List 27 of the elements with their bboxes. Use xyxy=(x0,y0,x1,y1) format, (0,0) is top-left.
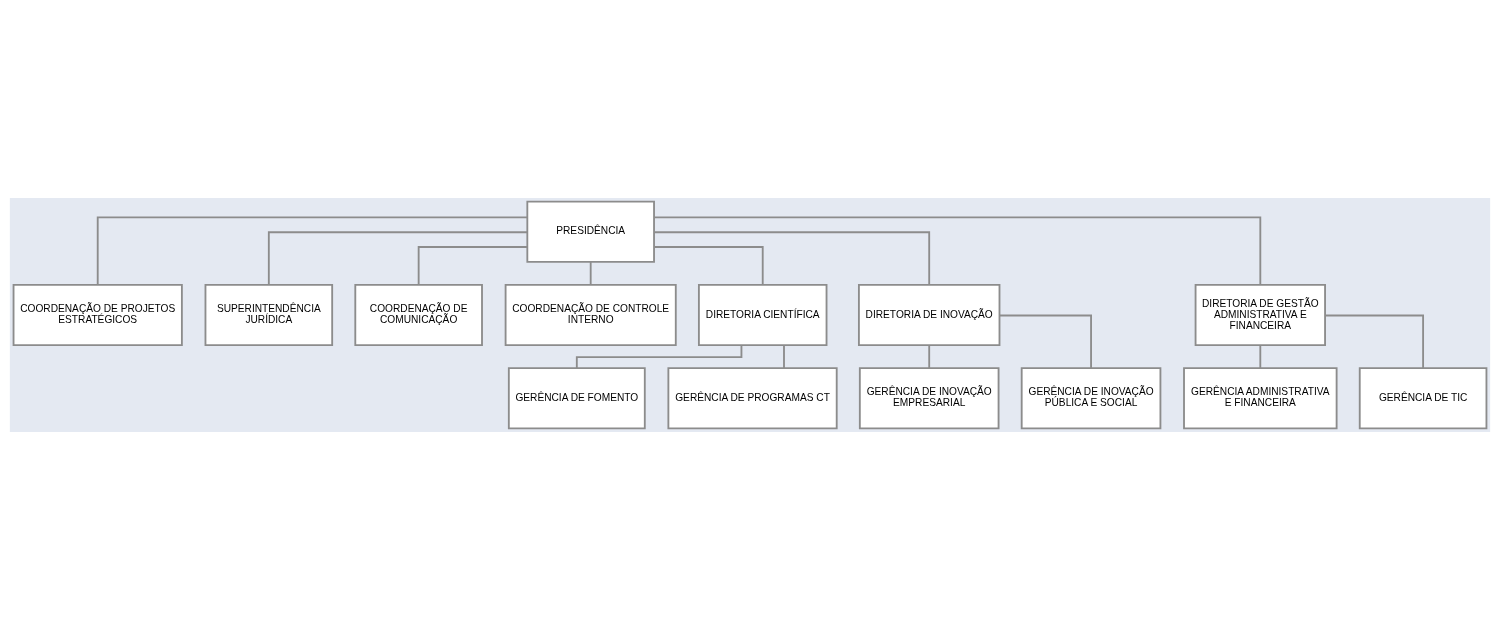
node-box: GERÊNCIA ADMINISTRATIVA E FINANCEIRA xyxy=(1183,367,1338,430)
connector xyxy=(575,344,743,369)
connector xyxy=(96,216,529,286)
connector xyxy=(653,216,1262,286)
connector xyxy=(998,314,1092,370)
node-box: GERÊNCIA DE INOVAÇÃO EMPRESARIAL xyxy=(858,367,1000,430)
connector xyxy=(267,231,529,286)
node-box: COORDENAÇÃO DE PROJETOS ESTRATÉGICOS xyxy=(12,284,183,346)
node-box: COORDENAÇÃO DE CONTROLE INTERNO xyxy=(504,284,677,346)
connector xyxy=(653,246,764,286)
connector xyxy=(653,231,931,286)
connector xyxy=(783,344,785,370)
node-box: PRESIDÊNCIA xyxy=(526,200,655,263)
node-box: SUPERINTENDÊNCIA JURÍDICA xyxy=(204,284,334,346)
node-box: DIRETORIA DE INOVAÇÃO xyxy=(858,284,1001,346)
connector xyxy=(1259,344,1262,370)
connector xyxy=(417,246,529,286)
node-box: GERÊNCIA DE TIC xyxy=(1358,367,1488,430)
connector xyxy=(928,344,931,370)
node-box: GERÊNCIA DE PROGRAMAS CT xyxy=(667,367,838,430)
node-box: COORDENAÇÃO DE COMUNICAÇÃO xyxy=(354,284,483,346)
connector xyxy=(589,261,592,286)
node-box: DIRETORIA CIENTÍFICA xyxy=(697,284,828,346)
node-box: GERÊNCIA DE INOVAÇÃO PÚBLICA E SOCIAL xyxy=(1020,367,1162,430)
node-box: DIRETORIA DE GESTÃO ADMINISTRATIVA E FINANCEIRA xyxy=(1194,284,1326,346)
node-box: GERÊNCIA DE FOMENTO xyxy=(507,367,646,430)
connector xyxy=(1324,314,1425,370)
